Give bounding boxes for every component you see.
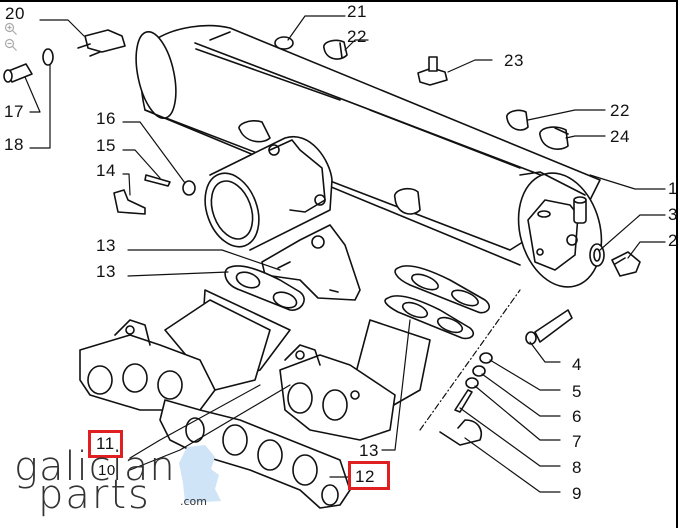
callout-17[interactable]: 16 xyxy=(96,109,116,128)
exhaust-manifold-right xyxy=(279,319,431,441)
callout-8[interactable]: 8 xyxy=(572,458,582,477)
callout-16[interactable]: 15 xyxy=(96,136,116,155)
fitting-20 xyxy=(77,29,126,57)
zoom-out-button[interactable] xyxy=(4,38,18,52)
callout-5[interactable]: 5 xyxy=(572,382,582,401)
stud-8 xyxy=(454,389,473,413)
plug-24 xyxy=(539,126,569,150)
washer-3 xyxy=(589,243,605,267)
plug-21 xyxy=(274,36,294,50)
tee-fitting-23 xyxy=(417,56,448,86)
sensor-2 xyxy=(611,251,641,277)
callout-18[interactable]: 17 xyxy=(4,102,24,121)
bolt-16 xyxy=(144,174,171,187)
nut-5 xyxy=(479,352,493,364)
callout-20[interactable]: 20 xyxy=(5,4,25,23)
callout-19[interactable]: 18 xyxy=(4,135,24,154)
callout-2[interactable]: 2 xyxy=(668,231,678,250)
fitting-15 xyxy=(113,189,146,215)
callout-23[interactable]: 23 xyxy=(504,51,524,70)
silencer-end-fitting xyxy=(527,196,587,271)
callout-6[interactable]: 6 xyxy=(572,407,582,426)
zoom-out-icon xyxy=(4,38,17,51)
zoom-in-icon xyxy=(4,22,17,35)
callout-1[interactable]: 1 xyxy=(668,179,678,198)
callout-21[interactable]: 21 xyxy=(347,2,367,21)
callout-13-left[interactable]: 13 xyxy=(96,262,116,281)
washer-17 xyxy=(182,180,196,196)
zoom-in-button[interactable] xyxy=(4,22,18,36)
callout-3[interactable]: 3 xyxy=(668,205,678,224)
callout-9[interactable]: 9 xyxy=(572,484,582,503)
callout-22-top[interactable]: 22 xyxy=(347,27,367,46)
highlight-box-11 xyxy=(88,430,123,458)
inlet-pipe xyxy=(204,120,421,251)
callout-12[interactable]: 12 xyxy=(355,467,375,486)
callout-24[interactable]: 24 xyxy=(610,127,630,146)
exhaust-manifold-left xyxy=(79,289,291,411)
bolt-4 xyxy=(525,309,573,345)
callout-15[interactable]: 14 xyxy=(96,161,116,180)
highlight-box-12 xyxy=(348,461,390,490)
callout-13-right[interactable]: 13 xyxy=(359,441,379,460)
clip-9 xyxy=(439,419,482,446)
callout-10[interactable]: 10 xyxy=(98,462,116,479)
plug-22-top xyxy=(323,39,348,60)
support-bracket xyxy=(261,224,361,301)
clamp-19 xyxy=(42,48,54,66)
callout-11[interactable]: 11 xyxy=(96,434,115,453)
callout-22-right[interactable]: 22 xyxy=(610,101,630,120)
manifold-gasket-lower xyxy=(159,399,351,509)
hose-18 xyxy=(3,63,33,83)
plug-22-right xyxy=(506,109,529,131)
gasket-upper-right xyxy=(384,265,490,340)
leader-lines xyxy=(24,15,666,493)
callout-4[interactable]: 4 xyxy=(572,355,582,374)
callout-14[interactable]: 13 xyxy=(96,236,116,255)
gasket-upper-left xyxy=(224,265,305,311)
callout-7[interactable]: 7 xyxy=(572,432,582,451)
